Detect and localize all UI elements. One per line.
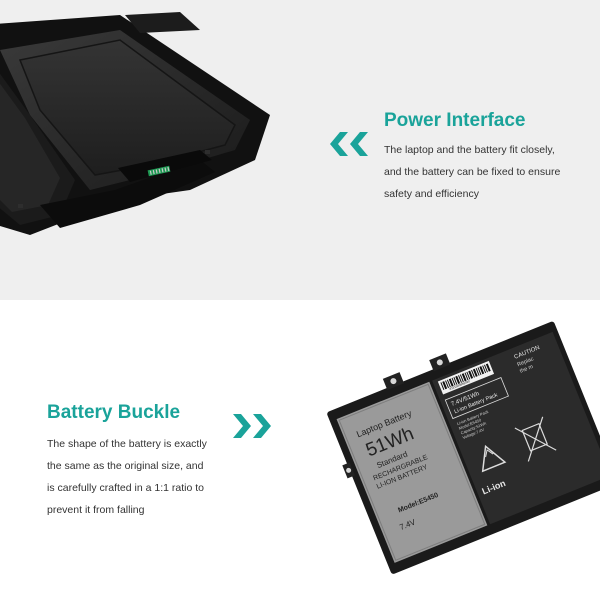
section-description: The laptop and the battery fit closely, … bbox=[384, 139, 560, 205]
description-line: is carefully crafted in a 1:1 ratio to bbox=[47, 482, 204, 494]
section-title: Power Interface bbox=[384, 110, 526, 131]
description-line: safety and efficiency bbox=[384, 188, 479, 200]
laptop-battery-connector-image bbox=[0, 12, 270, 235]
section-title: Battery Buckle bbox=[47, 402, 181, 423]
description-line: The shape of the battery is exactly bbox=[47, 438, 207, 450]
barcode-number: 8181900888090 bbox=[449, 379, 471, 391]
description-line: and the battery can be fixed to ensure bbox=[384, 166, 561, 178]
description-line: The laptop and the battery fit closely, bbox=[384, 144, 555, 156]
laptop-battery-image: Laptop Battery 51Wh Standard RECHARGRABL… bbox=[327, 321, 600, 574]
caution-text: the m bbox=[519, 364, 534, 375]
recycle-icon bbox=[481, 444, 507, 473]
section-description: The shape of the battery is exactly the … bbox=[47, 433, 207, 521]
power-interface-section: Power Interface The laptop and the batte… bbox=[0, 0, 600, 300]
double-chevron-right-icon bbox=[233, 414, 271, 438]
double-chevron-left-icon bbox=[330, 132, 368, 156]
description-line: the same as the original size, and bbox=[47, 460, 204, 472]
crossed-bin-icon bbox=[514, 416, 557, 462]
battery-buckle-section: Battery Buckle The shape of the battery … bbox=[0, 300, 600, 600]
description-line: prevent it from falling bbox=[47, 504, 145, 516]
